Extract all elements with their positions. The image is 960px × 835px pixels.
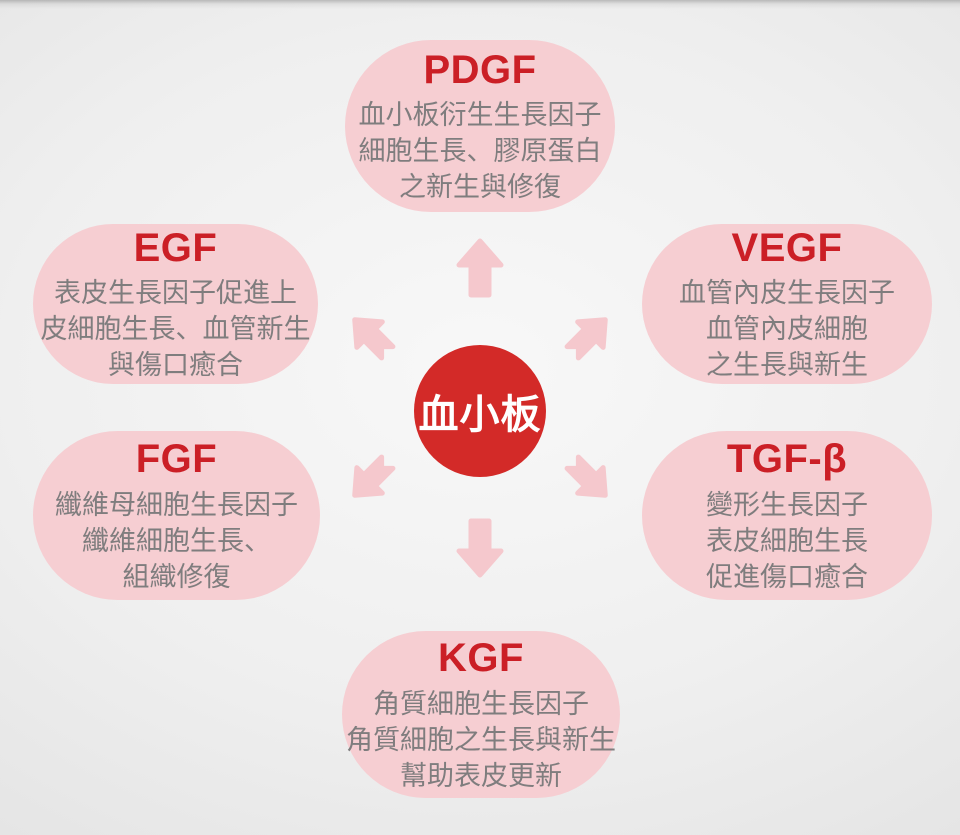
arrow-lower-right-icon <box>556 446 622 512</box>
center-hub-platelet: 血小板 <box>414 345 546 477</box>
arrow-upper-right-icon <box>556 303 622 369</box>
node-fgf-line: 組織修復 <box>122 561 231 592</box>
node-egf-line: 與傷口癒合 <box>108 350 243 381</box>
node-fgf-title: FGF <box>135 437 218 482</box>
node-pdgf-line: 之新生與修復 <box>399 172 561 203</box>
node-kgf-line: 角質細胞之生長與新生 <box>346 724 616 755</box>
node-tgf-beta-line: 變形生長因子 <box>706 489 868 520</box>
node-tgf-beta-line: 表皮細胞生長 <box>706 525 868 556</box>
node-egf-line: 皮細胞生長、血管新生 <box>40 314 311 345</box>
node-fgf: FGF 纖維母細胞生長因子 纖維細胞生長、 組織修復 <box>33 431 320 600</box>
node-vegf-line: 血管內皮細胞 <box>706 314 868 345</box>
node-kgf-line: 角質細胞生長因子 <box>373 688 589 719</box>
center-hub-label: 血小板 <box>418 393 542 437</box>
node-tgf-beta: TGF-β 變形生長因子 表皮細胞生長 促進傷口癒合 <box>642 431 932 600</box>
node-fgf-line: 纖維母細胞生長因子 <box>55 489 298 520</box>
arrow-lower-left-icon <box>338 446 404 512</box>
node-egf-line: 表皮生長因子促進上 <box>54 278 297 309</box>
arrow-upper-left-icon <box>338 303 404 369</box>
node-tgf-beta-line: 促進傷口癒合 <box>706 561 868 592</box>
node-kgf-title: KGF <box>438 636 524 681</box>
node-kgf: KGF 角質細胞生長因子 角質細胞之生長與新生 幫助表皮更新 <box>342 631 620 798</box>
node-tgf-beta-title: TGF-β <box>726 437 848 482</box>
arrow-down-icon <box>456 518 504 578</box>
node-vegf: VEGF 血管內皮生長因子 血管內皮細胞 之生長與新生 <box>642 224 932 384</box>
node-vegf-title: VEGF <box>731 225 843 270</box>
node-vegf-line: 血管內皮生長因子 <box>679 278 895 309</box>
node-vegf-line: 之生長與新生 <box>706 350 868 381</box>
node-egf-title: EGF <box>133 225 218 270</box>
node-pdgf: PDGF 血小板衍生生長因子 細胞生長、膠原蛋白 之新生與修復 <box>345 40 615 212</box>
arrow-up-icon <box>456 238 504 298</box>
node-fgf-line: 纖維細胞生長、 <box>82 525 271 556</box>
node-pdgf-line: 細胞生長、膠原蛋白 <box>358 136 602 167</box>
node-pdgf-title: PDGF <box>423 47 537 92</box>
node-pdgf-line: 血小板衍生生長因子 <box>358 100 602 131</box>
node-kgf-line: 幫助表皮更新 <box>400 760 562 791</box>
node-egf: EGF 表皮生長因子促進上 皮細胞生長、血管新生 與傷口癒合 <box>33 224 318 384</box>
